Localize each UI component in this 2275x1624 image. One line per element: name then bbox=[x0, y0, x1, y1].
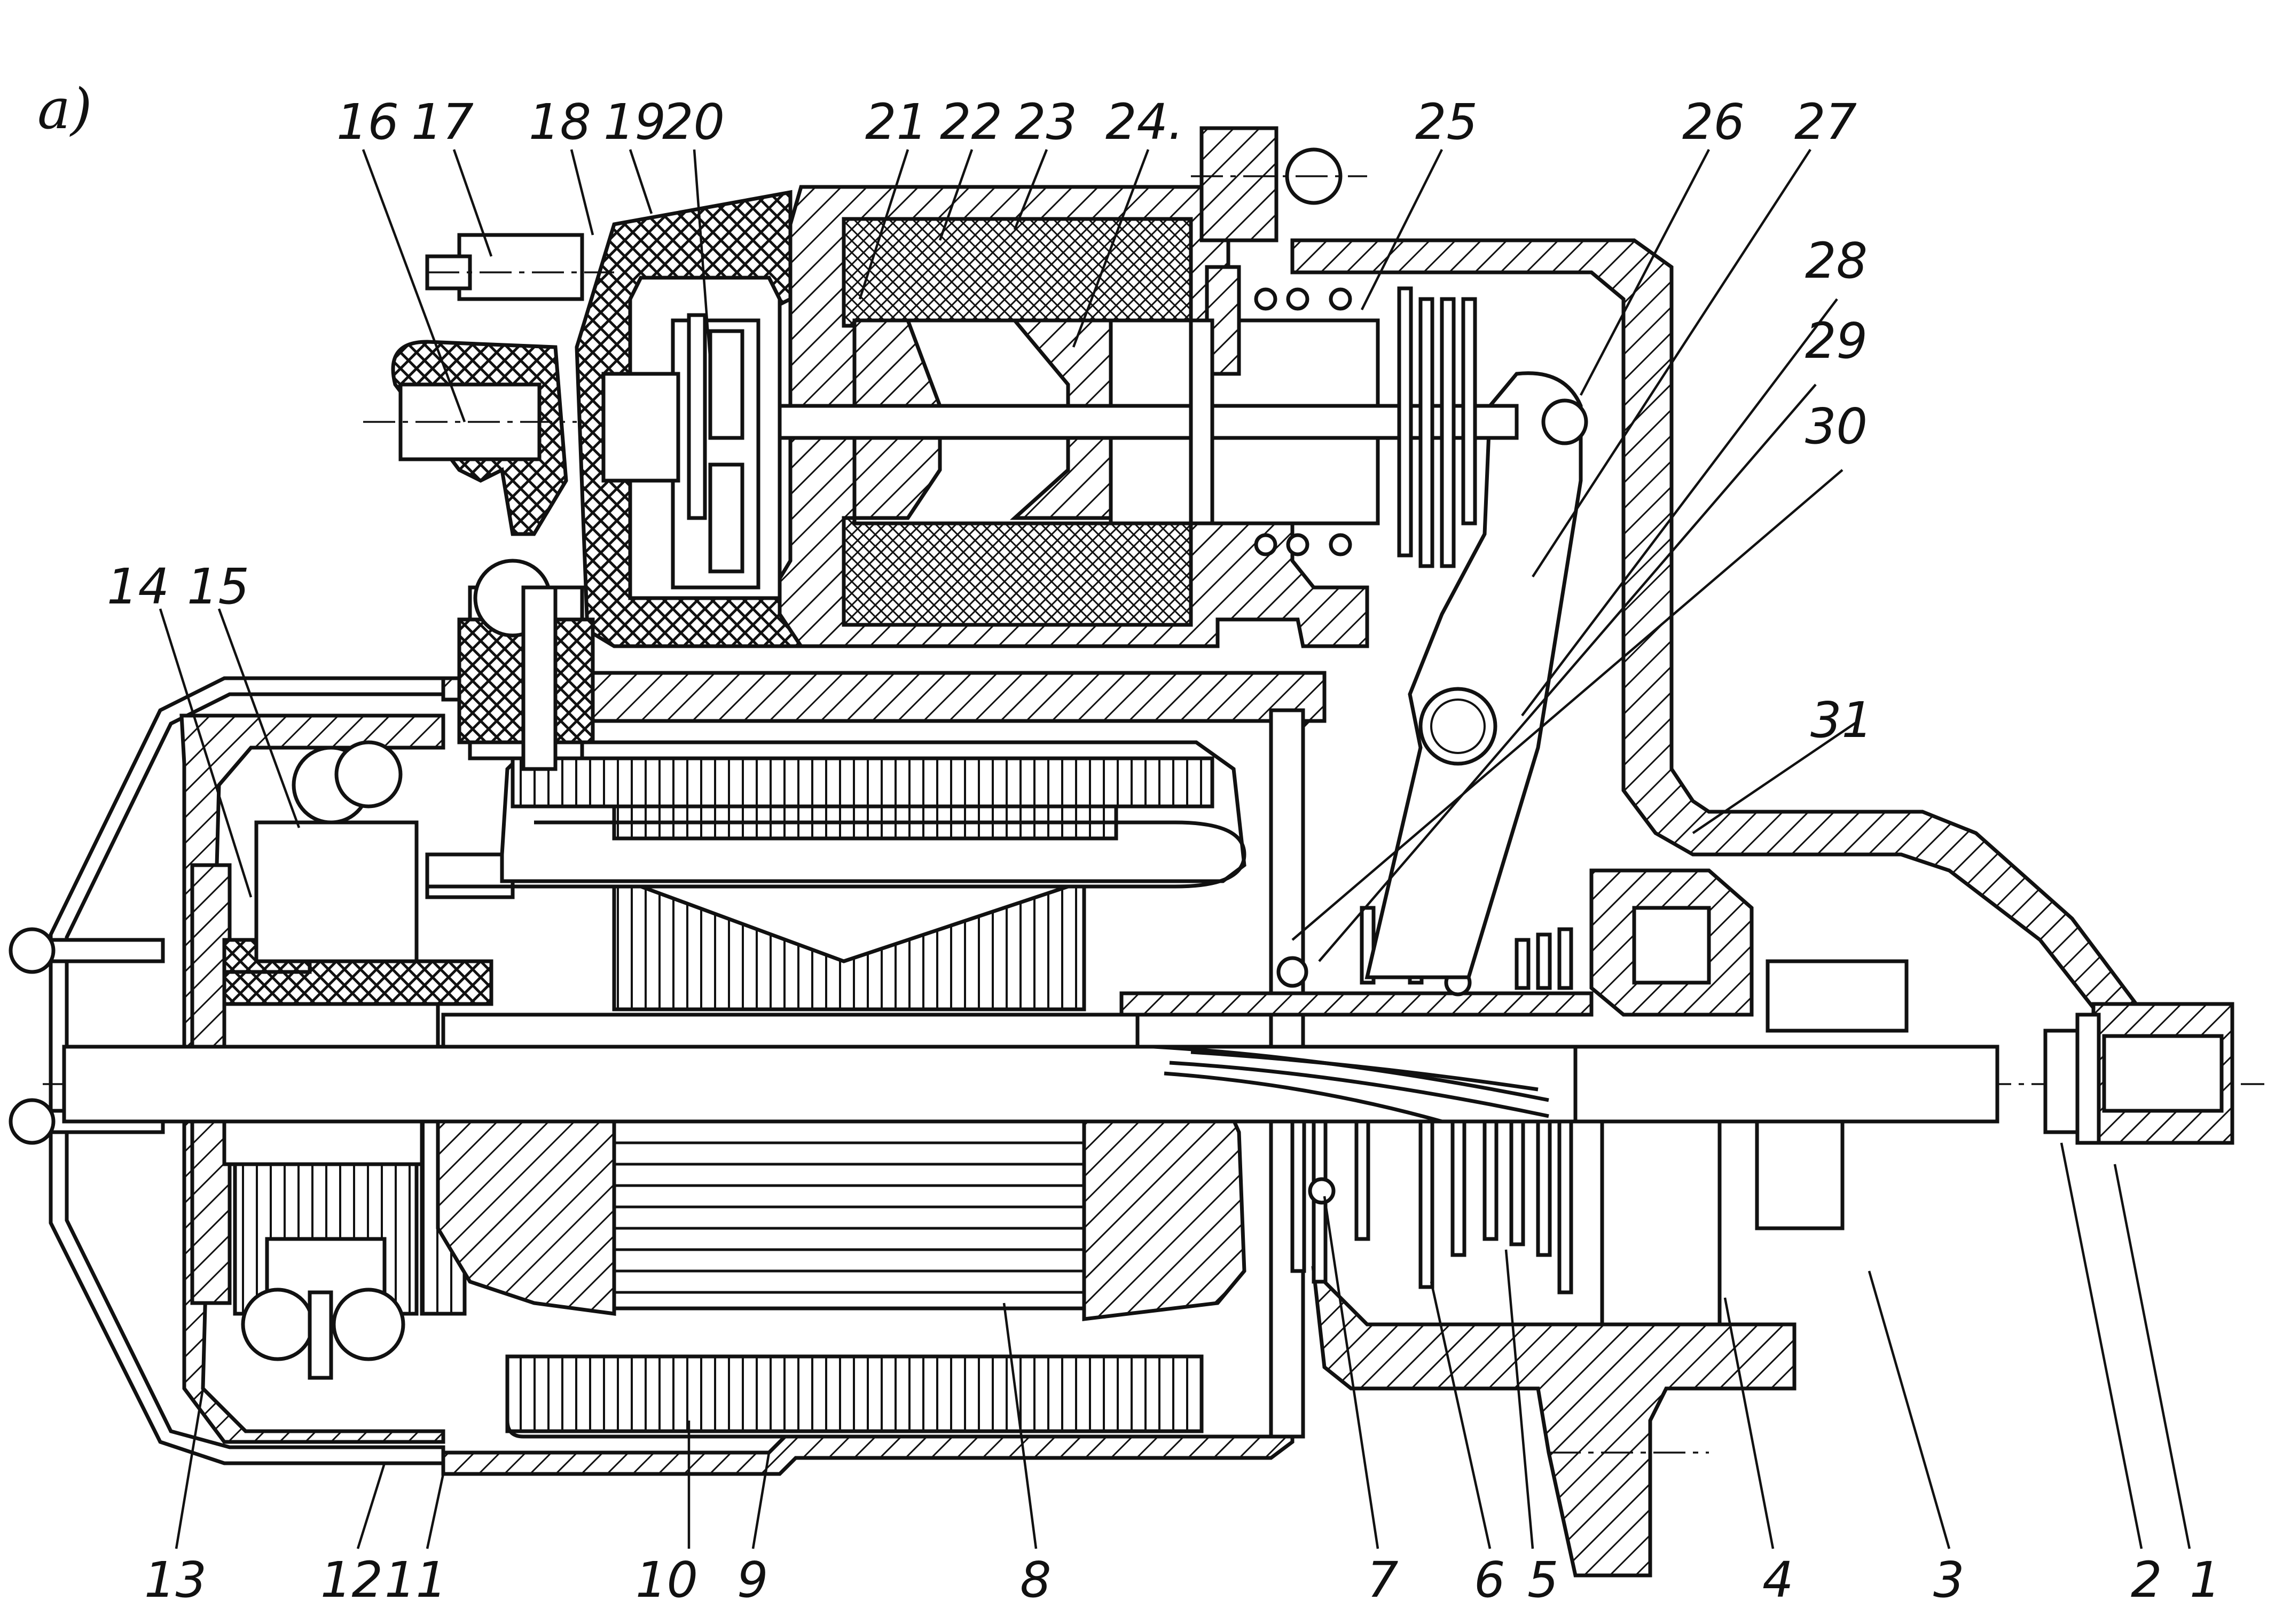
callout-9: 9 bbox=[737, 1551, 768, 1609]
callout-labels: a) 16 17 18 19 20 21 22 23 24. 25 26 27 … bbox=[37, 76, 2221, 1609]
terminal-block bbox=[363, 233, 614, 771]
overrunning-clutch bbox=[1119, 868, 2101, 1327]
callout-12: 12 bbox=[320, 1551, 383, 1609]
callout-18: 18 bbox=[529, 93, 591, 151]
callout-26: 26 bbox=[1682, 93, 1745, 151]
callout-2: 2 bbox=[2131, 1551, 2162, 1609]
callout-23: 23 bbox=[1015, 93, 1077, 151]
callout-20: 20 bbox=[662, 93, 725, 151]
callout-21: 21 bbox=[865, 93, 928, 151]
callout-14: 14 bbox=[107, 558, 169, 615]
callout-19: 19 bbox=[603, 93, 666, 151]
contact-spring bbox=[601, 372, 680, 483]
callout-1: 1 bbox=[2190, 1551, 2221, 1609]
callout-22: 22 bbox=[940, 93, 1002, 151]
solenoid bbox=[665, 126, 1519, 648]
buffer-spring bbox=[1290, 1119, 1573, 1295]
callout-28: 28 bbox=[1805, 232, 1868, 289]
solenoid-stem bbox=[665, 404, 1519, 440]
armature bbox=[436, 884, 1246, 1439]
callout-25: 25 bbox=[1415, 93, 1478, 151]
drive-end-housing bbox=[1290, 238, 2234, 1578]
field-winding-upper bbox=[427, 740, 1246, 889]
callout-7: 7 bbox=[1367, 1551, 1399, 1609]
callout-27: 27 bbox=[1794, 93, 1857, 151]
callout-6: 6 bbox=[1474, 1551, 1505, 1609]
callout-30: 30 bbox=[1805, 398, 1868, 455]
callout-10: 10 bbox=[636, 1551, 698, 1609]
through-bolt-head-upper bbox=[9, 927, 56, 974]
callout-24: 24. bbox=[1105, 93, 1183, 151]
shift-fork bbox=[1364, 371, 1588, 979]
solenoid-winding-upper bbox=[842, 217, 1193, 328]
callout-15: 15 bbox=[187, 558, 249, 615]
stop-ring bbox=[2043, 1029, 2080, 1134]
callout-3: 3 bbox=[1933, 1551, 1965, 1609]
through-bolt-head-lower bbox=[9, 1098, 56, 1145]
contact-cover bbox=[575, 190, 805, 648]
figure-label: a) bbox=[37, 76, 92, 142]
clutch-roller-housing bbox=[1600, 1119, 1722, 1327]
callout-29: 29 bbox=[1805, 312, 1868, 370]
terminal-nuts bbox=[457, 233, 584, 301]
callout-13: 13 bbox=[144, 1551, 207, 1609]
solenoid-winding-lower bbox=[842, 516, 1193, 627]
return-spring bbox=[1254, 286, 1477, 568]
callout-17: 17 bbox=[411, 93, 474, 151]
callout-16: 16 bbox=[336, 93, 399, 151]
callout-11: 11 bbox=[385, 1551, 447, 1609]
brush-holder-upper bbox=[254, 820, 419, 963]
callout-5: 5 bbox=[1527, 1551, 1559, 1609]
callout-31: 31 bbox=[1810, 692, 1873, 749]
field-winding-lower bbox=[505, 1354, 1204, 1433]
callout-8: 8 bbox=[1020, 1551, 1052, 1609]
pinion bbox=[1755, 1119, 1845, 1230]
helical-spline-and-spring bbox=[1153, 906, 1573, 1295]
shaft bbox=[62, 1045, 1999, 1124]
leader-lines bbox=[159, 148, 2191, 1549]
callout-4: 4 bbox=[1762, 1551, 1794, 1609]
